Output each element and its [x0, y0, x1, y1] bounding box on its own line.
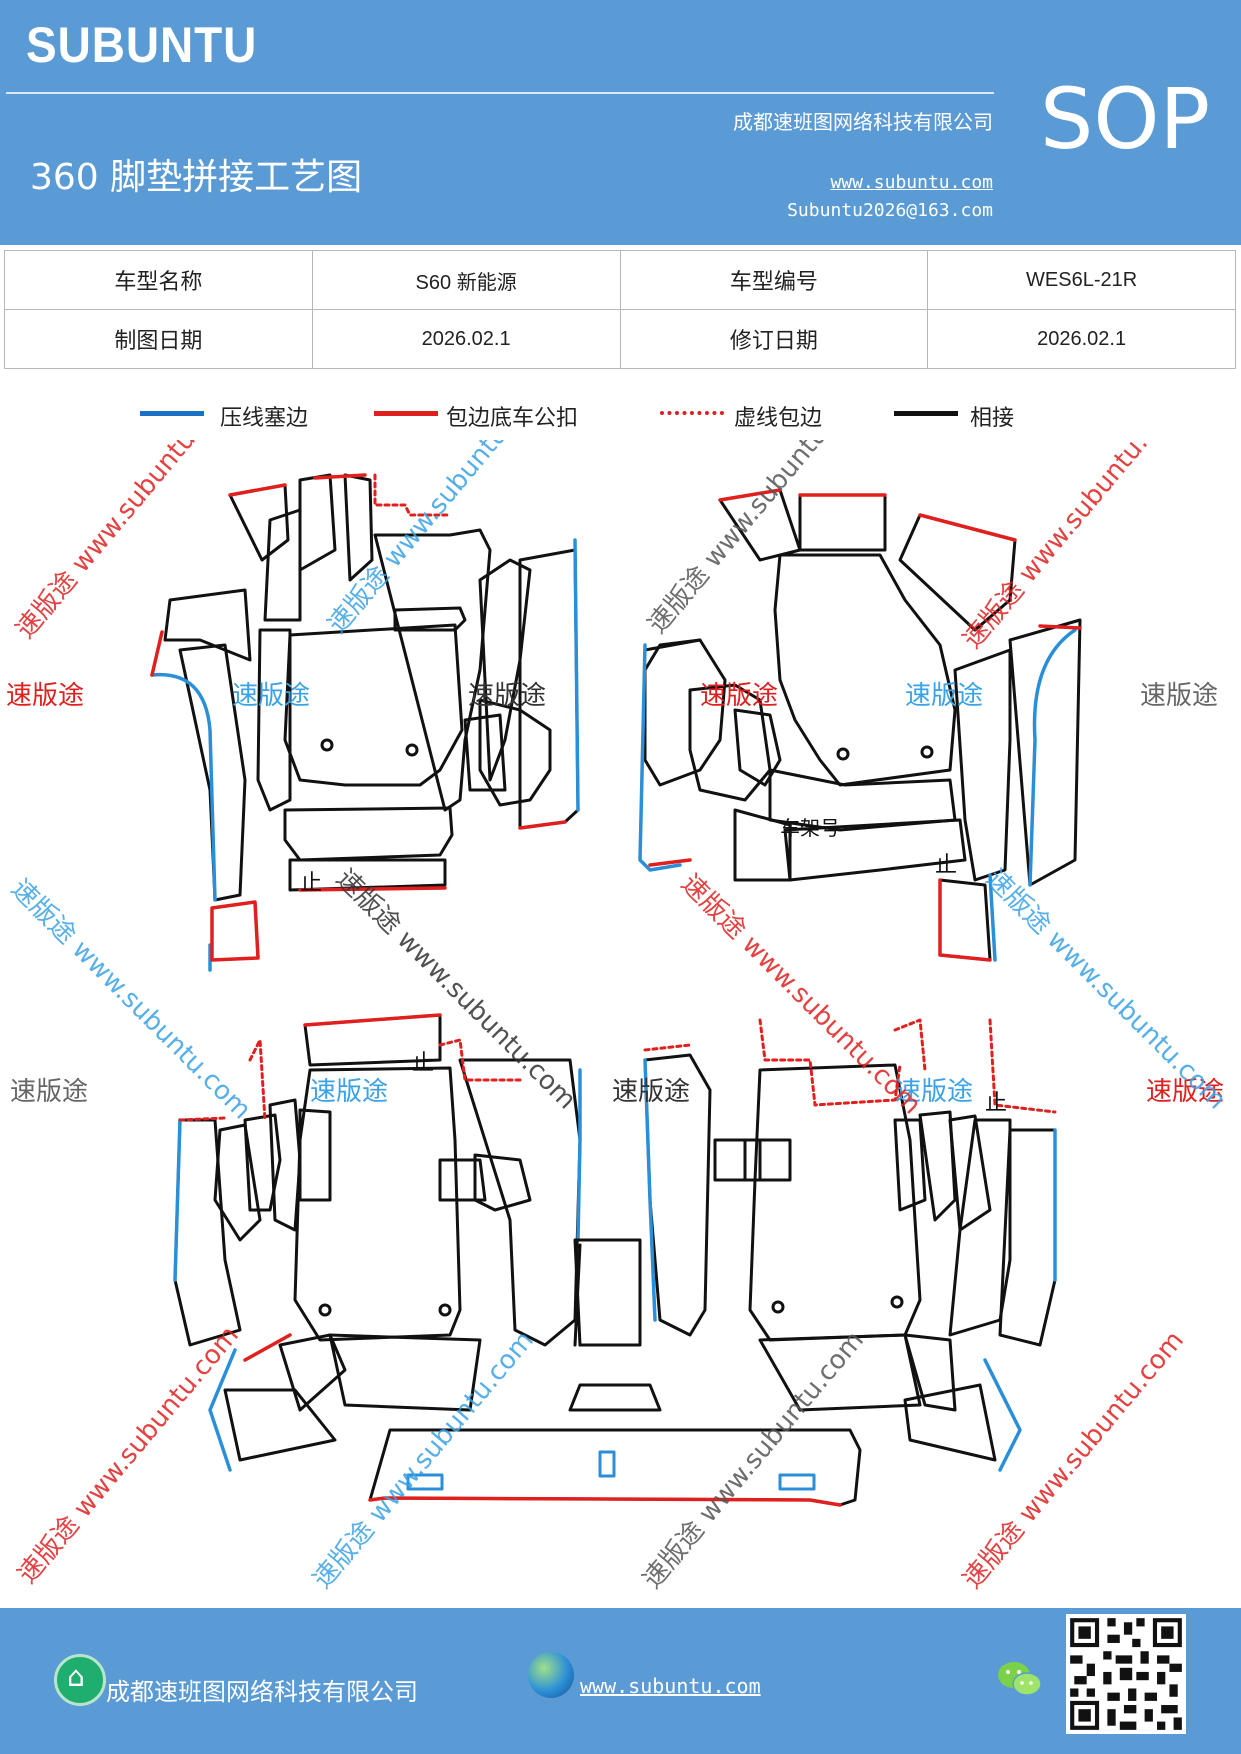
wm-brand-red: 速版途	[1146, 1077, 1224, 1107]
mark-up-tr: 止	[935, 853, 957, 878]
wm-site-red: 速版途 www.subuntu.com	[10, 440, 242, 644]
wrap-edge-tr	[648, 488, 1082, 962]
draw-date-label: 制图日期	[4, 309, 313, 369]
footer-company-name: 成都速班图网络科技有限公司	[106, 1678, 418, 1706]
legend-swatch-red	[374, 411, 438, 416]
model-code-label: 车型编号	[619, 250, 929, 310]
wm-brand-red: 速版途	[6, 681, 84, 711]
mat-rear-center	[368, 1238, 862, 1507]
wm-brand-red: 速版途	[700, 681, 778, 711]
wm-brand-dark: 速版途	[612, 1077, 690, 1107]
legend-label: 包边底车公扣	[446, 406, 579, 431]
dashed-edge-br	[643, 1018, 1057, 1114]
legend-label: 压线塞边	[220, 406, 309, 431]
wm-brand-blue: 速版途	[310, 1077, 388, 1107]
legend-label: 相接	[970, 406, 1015, 431]
company-name: 成都速班图网络科技有限公司	[733, 110, 993, 134]
model-code-value: WES6L-21R	[927, 250, 1236, 310]
dashed-edge-tl	[373, 473, 452, 517]
legend-swatch-blue	[140, 411, 204, 416]
car-frame-label: 车架号	[780, 816, 840, 840]
vehicle-info-table: 车型名称 S60 新能源 车型编号 WES6L-21R 制图日期 2026.02…	[4, 250, 1236, 369]
table-row: 车型名称 S60 新能源 车型编号 WES6L-21R	[4, 250, 1236, 310]
wm-site-gray: 速版途 www.subuntu.com	[642, 440, 874, 639]
model-name-value: S60 新能源	[311, 250, 621, 310]
wm-site-blue: 速版途 www.subuntu.com	[980, 864, 1232, 1116]
mark-up-br: 止	[985, 1091, 1007, 1116]
mark-up-bl: 止	[412, 1051, 434, 1076]
wm-site-red: 速版途 www.subuntu.com	[12, 1321, 244, 1590]
press-edge-tr	[638, 628, 1077, 962]
table-row: 制图日期 2026.02.1 修订日期 2026.02.1	[4, 309, 1236, 369]
wm-site-gray: 速版途 www.subuntu.com	[637, 1326, 869, 1595]
wm-brand-blue: 速版途	[905, 681, 983, 711]
mark-up-tl: 止	[300, 871, 322, 896]
wm-brand-dark: 速版途	[468, 681, 546, 711]
press-edge-bl	[173, 1068, 582, 1472]
email-address: Subuntu2026@163.com	[787, 200, 993, 221]
wrap-edge-rear	[368, 1496, 842, 1507]
wm-brand-blue: 速版途	[895, 1077, 973, 1107]
floor-mat-diagram: 止	[5, 440, 1232, 1594]
footer-banner: 成都速班图网络科技有限公司 www.subuntu.com	[0, 1608, 1241, 1754]
home-icon	[54, 1654, 106, 1706]
wechat-icon	[998, 1662, 1042, 1696]
draw-date-value: 2026.02.1	[311, 309, 621, 369]
dashed-edge-bl	[178, 1038, 522, 1122]
legend-swatch-black	[894, 411, 958, 416]
globe-icon	[528, 1652, 574, 1698]
wm-brand-gray: 速版途	[10, 1077, 88, 1107]
website-link[interactable]: www.subuntu.com	[830, 172, 993, 193]
wm-brand-blue: 速版途	[232, 681, 310, 711]
wm-site-red: 速版途 www.subuntu.com	[675, 869, 927, 1121]
header-banner: SUBUNTU 成都速班图网络科技有限公司 360 脚垫拼接工艺图 www.su…	[0, 0, 1241, 245]
revise-date-value: 2026.02.1	[927, 309, 1236, 369]
press-edge-tl	[150, 538, 580, 972]
wm-brand-gray: 速版途	[1140, 681, 1218, 711]
footer-website-link[interactable]: www.subuntu.com	[580, 1674, 761, 1698]
legend-label: 虚线包边	[734, 406, 823, 431]
mat-rear-right	[643, 1053, 1057, 1462]
model-name-label: 车型名称	[4, 250, 313, 310]
legend-swatch-dashed	[660, 411, 724, 415]
revise-date-label: 修订日期	[619, 309, 929, 369]
brand-logo: SUBUNTU	[26, 17, 258, 73]
header-divider	[6, 92, 994, 94]
wrap-edge-bl	[243, 1013, 442, 1362]
qr-code	[1066, 1614, 1186, 1734]
press-edge-br	[643, 1058, 1057, 1472]
wrap-edge-tl	[150, 473, 567, 962]
page-title: 360 脚垫拼接工艺图	[30, 157, 363, 198]
watermarks: 速版途 速版途 速版途 速版途 速版途 速版途 速版途 速版途 速版途 速版途 …	[5, 440, 1232, 1594]
sop-badge: SOP	[1040, 70, 1211, 168]
